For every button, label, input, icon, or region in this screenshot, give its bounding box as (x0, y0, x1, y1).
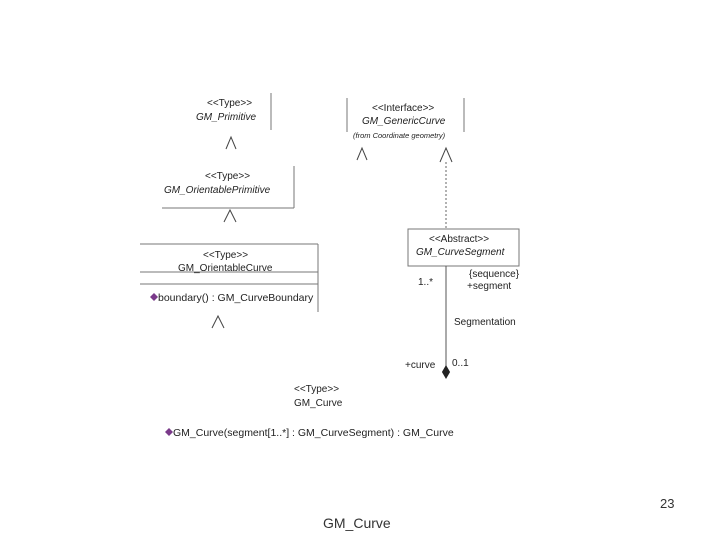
orientable-primitive-stereotype: <<Type>> (205, 171, 251, 182)
generic-curve-origin: (from Coordinate geometry) (353, 131, 446, 140)
aggregation-diamond (441, 365, 451, 379)
curve-class-name[interactable]: GM_Curve (294, 398, 343, 409)
page-number: 23 (660, 496, 675, 511)
segment-constraint: {sequence} (469, 269, 520, 280)
orientable-curve-operation[interactable]: boundary() : GM_CurveBoundary (158, 292, 314, 304)
segment-multiplicity: 1..* (418, 277, 434, 288)
orientable-curve-stereotype: <<Type>> (203, 250, 249, 261)
generalization-arrow-generic-curve-right (439, 146, 453, 163)
operation-marker-curve (165, 428, 173, 436)
curve-operation[interactable]: GM_Curve(segment[1..*] : GM_CurveSegment… (173, 427, 454, 439)
curve-segment-box (407, 228, 520, 267)
curve-stereotype: <<Type>> (294, 384, 340, 395)
generalization-arrow-primitive (225, 135, 237, 150)
curve-multiplicity: 0..1 (452, 358, 469, 369)
curve-segment-class-name[interactable]: GM_CurveSegment (416, 247, 505, 258)
primitive-stereotype: <<Type>> (207, 98, 253, 109)
generalization-arrow-orientable-primitive (223, 208, 237, 223)
primitive-class-name[interactable]: GM_Primitive (196, 112, 257, 123)
operation-marker-boundary (150, 293, 158, 301)
generic-curve-class-name[interactable]: GM_GenericCurve (362, 116, 446, 127)
orientable-primitive-class-name[interactable]: GM_OrientablePrimitive (164, 185, 271, 196)
orientable-curve-class-name[interactable]: GM_OrientableCurve (178, 263, 273, 274)
generalization-arrow-generic-curve-left (356, 146, 368, 161)
slide-caption: GM_Curve (323, 515, 391, 531)
generic-curve-stereotype: <<Interface>> (372, 103, 435, 114)
curve-role: +curve (405, 360, 436, 371)
curve-segment-stereotype: <<Abstract>> (429, 234, 490, 245)
segment-role: +segment (467, 281, 512, 292)
generalization-arrow-orientable-curve (211, 314, 225, 329)
association-name: Segmentation (454, 317, 516, 328)
